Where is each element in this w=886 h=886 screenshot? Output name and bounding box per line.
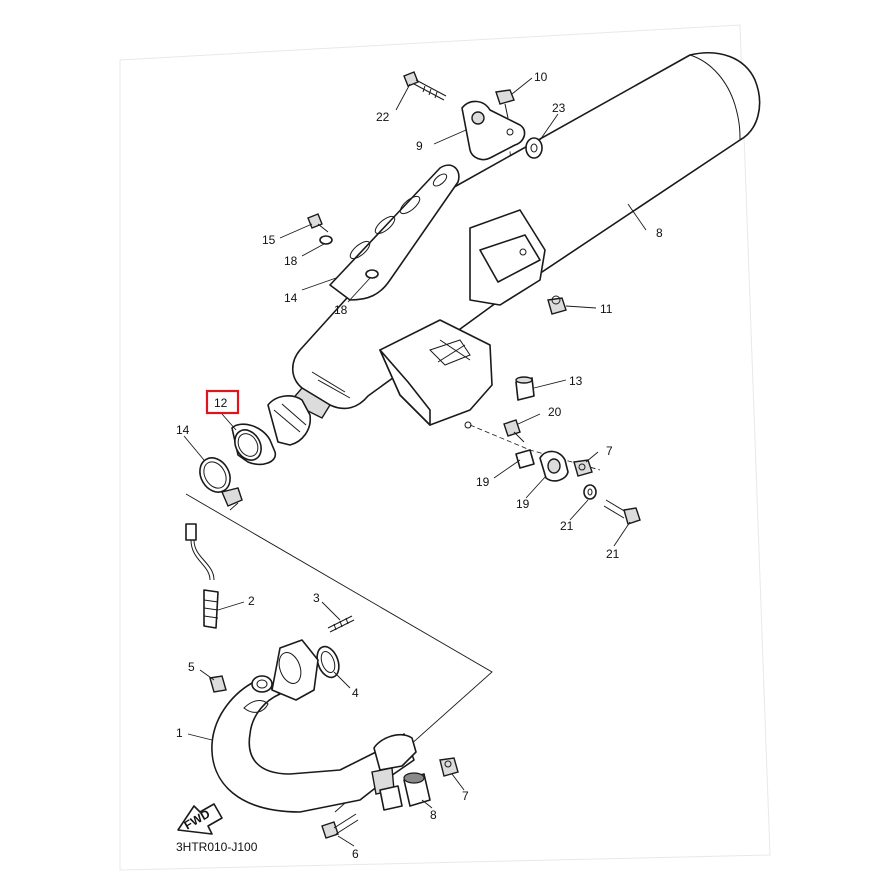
bolt-part-17[interactable] bbox=[307, 213, 329, 233]
damper-part-15[interactable] bbox=[515, 376, 535, 401]
leader-line bbox=[421, 799, 433, 809]
washer-part-18[interactable] bbox=[319, 235, 333, 245]
leader-line bbox=[301, 277, 337, 291]
callout-13: 12 bbox=[214, 396, 228, 410]
muffler-part-9[interactable] bbox=[267, 52, 761, 446]
clamp-part-14[interactable] bbox=[194, 452, 243, 507]
leader-line bbox=[539, 113, 559, 141]
callout-17: 15 bbox=[262, 233, 276, 247]
leader-line bbox=[525, 475, 547, 499]
leader-line bbox=[395, 83, 411, 111]
leader-line bbox=[451, 773, 465, 791]
callout-22: 20 bbox=[548, 405, 562, 419]
collar-part-20[interactable] bbox=[515, 449, 535, 469]
gasket-part-4[interactable] bbox=[313, 644, 343, 681]
leader-line bbox=[199, 669, 215, 681]
leader-line bbox=[493, 459, 521, 479]
leader-line bbox=[517, 413, 541, 425]
callout-11: 10 bbox=[534, 70, 548, 84]
callout-10: 9 bbox=[416, 139, 423, 153]
callout-18b: 18 bbox=[334, 303, 348, 317]
callout-15: 13 bbox=[569, 374, 583, 388]
muffler-body-box bbox=[379, 319, 493, 429]
nut-part-7-lower[interactable] bbox=[439, 757, 459, 777]
callout-25: 23 bbox=[552, 101, 566, 115]
callout-18a: 18 bbox=[284, 254, 298, 268]
leader-line bbox=[221, 413, 237, 431]
leader-line bbox=[533, 379, 567, 389]
bracket-part-10[interactable] bbox=[461, 100, 526, 161]
fwd-arrow: FWD bbox=[177, 803, 223, 835]
exhaust-pipe-part-1[interactable] bbox=[211, 639, 417, 813]
damper-part-8[interactable] bbox=[379, 772, 431, 811]
callout-23: 21 bbox=[560, 519, 574, 533]
bolt-part-21[interactable] bbox=[603, 499, 641, 525]
leader-line bbox=[183, 435, 205, 461]
leader-line bbox=[333, 671, 351, 689]
leader-line bbox=[337, 835, 355, 847]
leader-line bbox=[347, 277, 371, 303]
washer-part-18b[interactable] bbox=[365, 269, 379, 279]
callout-2: 2 bbox=[248, 594, 255, 608]
heat-protector-part-16[interactable] bbox=[329, 164, 460, 301]
callout-12: 11 bbox=[600, 302, 613, 316]
bolt-part-24[interactable] bbox=[403, 71, 447, 101]
bolt-part-22[interactable] bbox=[503, 419, 525, 443]
callout-7-lower: 7 bbox=[462, 789, 469, 803]
callout-3: 3 bbox=[313, 591, 320, 605]
washer-part-25[interactable] bbox=[525, 137, 543, 159]
leader-line bbox=[301, 243, 325, 257]
callout-20: 19 bbox=[476, 475, 490, 489]
stud-bolt-part-3[interactable] bbox=[327, 615, 355, 633]
callout-7-upper: 7 bbox=[606, 444, 613, 458]
diagram-code: 3HTR010-J100 bbox=[176, 840, 258, 854]
leader-line bbox=[565, 305, 597, 309]
gasket-part-13[interactable] bbox=[230, 423, 277, 466]
diagram-boundary bbox=[119, 24, 771, 871]
callout-1: 1 bbox=[176, 726, 183, 740]
callout-6: 6 bbox=[352, 847, 359, 861]
leader-line bbox=[511, 77, 533, 95]
leader-line bbox=[613, 521, 631, 547]
callout-19-label: 19 bbox=[516, 497, 530, 511]
leader-line bbox=[187, 733, 213, 741]
callout-9: 8 bbox=[656, 226, 663, 240]
callout-8-label: 8 bbox=[430, 808, 437, 822]
leader-line bbox=[627, 203, 647, 231]
bolt-part-11[interactable] bbox=[495, 89, 515, 119]
callout-4: 4 bbox=[352, 686, 359, 700]
callout-24: 22 bbox=[376, 110, 390, 124]
o2-sensor-part-2[interactable] bbox=[185, 523, 219, 629]
leader-line bbox=[585, 451, 599, 463]
nut-part-7-upper[interactable] bbox=[573, 459, 593, 477]
callout-14-label: 14 bbox=[176, 423, 190, 437]
leader-line bbox=[569, 499, 589, 521]
leader-line bbox=[279, 223, 313, 239]
callout-16: 14 bbox=[284, 291, 298, 305]
assembly-line bbox=[229, 502, 239, 511]
callout-21-label: 21 bbox=[606, 547, 620, 561]
washer-part-23[interactable] bbox=[583, 484, 597, 500]
callout-5: 5 bbox=[188, 660, 195, 674]
highlight-box-13 bbox=[205, 389, 240, 415]
leader-line bbox=[433, 129, 467, 145]
nut-part-12[interactable] bbox=[547, 295, 567, 315]
leader-line bbox=[217, 601, 245, 611]
damper-part-19[interactable] bbox=[539, 450, 569, 482]
bolt-part-6[interactable] bbox=[321, 813, 359, 839]
leader-line bbox=[321, 601, 341, 621]
